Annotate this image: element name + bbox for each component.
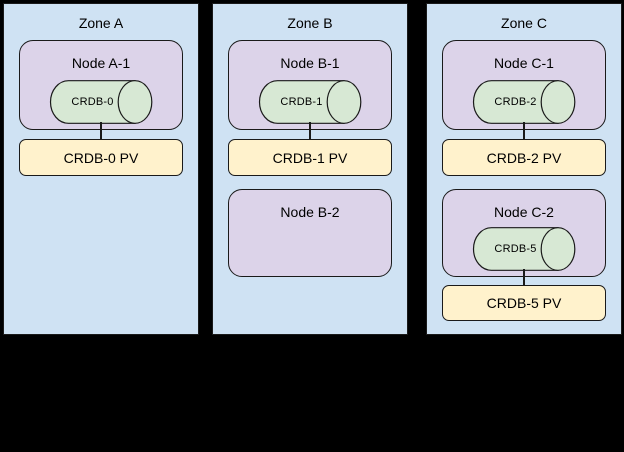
connector-b1-to-pv [309,122,311,139]
db-crdb5-label: CRDB-5 [494,243,537,255]
pv-box-crdb5: CRDB-5 PV [442,285,606,321]
node-a1: Node A-1 CRDB-0 [19,40,183,130]
pv-crdb5-label: CRDB-5 PV [486,295,562,311]
pv-crdb0-label: CRDB-0 PV [63,149,139,166]
node-b2: Node B-2 [228,189,392,277]
node-c2: Node C-2 CRDB-5 [442,189,606,277]
node-c2-label: Node C-2 [494,204,554,220]
pv-crdb2-label: CRDB-2 PV [486,149,562,166]
zone-b: Zone B Node B-1 CRDB-1 CRDB-1 PV Node B-… [212,3,408,335]
node-b1-label: Node B-1 [280,55,340,71]
node-c1: Node C-1 CRDB-2 [442,40,606,130]
zone-c-label: Zone C [501,15,547,31]
pv-crdb1-label: CRDB-1 PV [272,149,348,166]
connector-a1-to-pv [100,122,102,139]
node-b2-label: Node B-2 [280,204,340,220]
database-cylinder-icon: CRDB-0 [49,80,153,124]
db-crdb0-label: CRDB-0 [71,96,114,108]
pv-box-crdb2: CRDB-2 PV [442,139,606,176]
node-a1-label: Node A-1 [71,55,131,71]
database-cylinder-icon: CRDB-2 [472,80,576,124]
pv-box-crdb1: CRDB-1 PV [228,139,392,176]
zone-a-label: Zone A [78,15,124,31]
zone-c: Zone C Node C-1 CRDB-2 CRDB-2 PV Node C-… [426,3,622,335]
pv-box-crdb0: CRDB-0 PV [19,139,183,176]
node-b1: Node B-1 CRDB-1 [228,40,392,130]
database-cylinder-icon: CRDB-1 [258,80,362,124]
db-crdb1-label: CRDB-1 [280,96,323,108]
db-crdb2-label: CRDB-2 [494,96,537,108]
connector-c2-to-pv [523,269,525,285]
zone-b-label: Zone B [287,15,333,31]
connector-c1-to-pv [523,122,525,139]
node-c1-label: Node C-1 [494,55,554,71]
database-cylinder-icon: CRDB-5 [472,227,576,271]
zone-a: Zone A Node A-1 CRDB-0 CRDB-0 PV [3,3,199,335]
